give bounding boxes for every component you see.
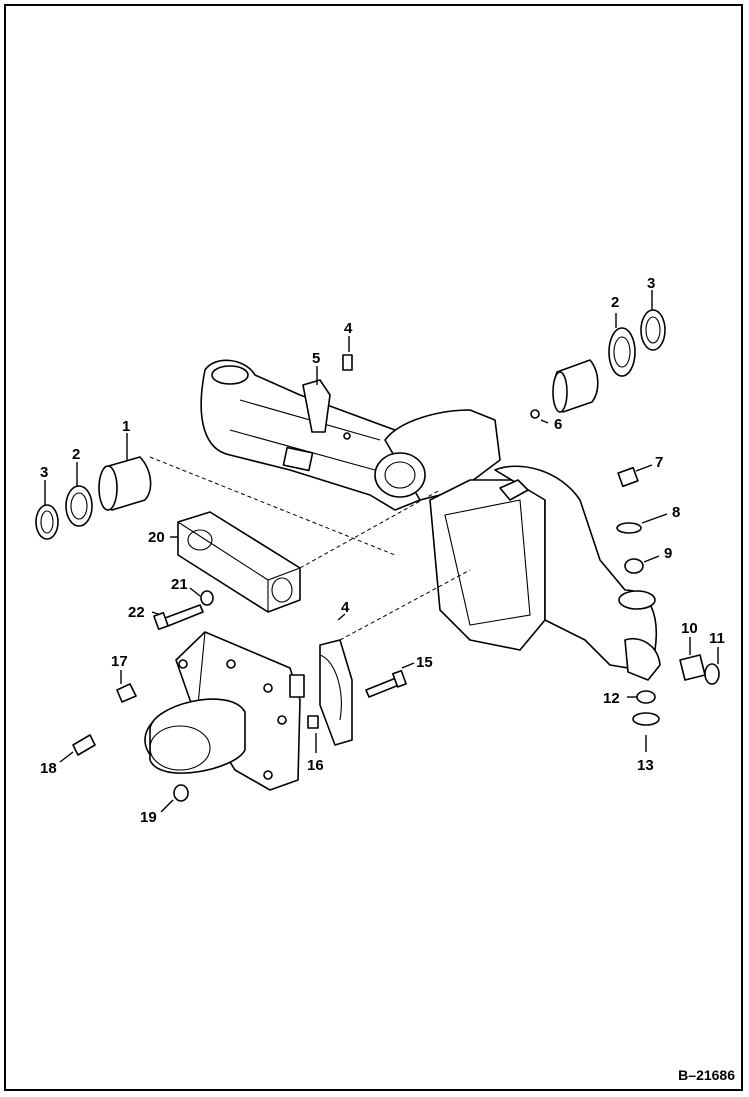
spring-7 xyxy=(617,466,639,488)
callout-17: 17 xyxy=(111,653,128,670)
callout-19: 19 xyxy=(140,809,157,826)
callout-18: 18 xyxy=(40,760,57,777)
left-seal-group xyxy=(35,456,396,556)
callout-9: 9 xyxy=(664,545,672,562)
washer-8 xyxy=(616,522,642,534)
leader-lines xyxy=(44,290,719,813)
callout-13: 13 xyxy=(637,757,654,774)
callout-labels: 1 2 3 2 3 4 4 5 6 7 8 9 10 11 12 13 15 1… xyxy=(40,275,725,826)
fitting-4-top xyxy=(342,354,353,440)
callout-11: 11 xyxy=(709,630,725,647)
pin-16 xyxy=(307,715,319,729)
axle-housing xyxy=(200,359,661,681)
figure-id: B–21686 xyxy=(678,1067,735,1083)
pivot-housing xyxy=(144,631,305,791)
callout-2-left: 2 xyxy=(72,446,80,463)
callout-7: 7 xyxy=(655,454,663,471)
pin-18 xyxy=(72,734,96,756)
callout-6: 6 xyxy=(554,416,562,433)
callout-12: 12 xyxy=(603,690,620,707)
callout-10: 10 xyxy=(681,620,698,637)
bushing-10 xyxy=(679,654,706,681)
seal-12 xyxy=(636,690,656,704)
bolt-17 xyxy=(116,683,137,703)
diagram-border xyxy=(4,4,743,1091)
bearing-cap xyxy=(319,569,471,746)
nut-19 xyxy=(173,784,189,802)
callout-8: 8 xyxy=(672,504,680,521)
bolt-15 xyxy=(365,669,407,698)
mount-block xyxy=(177,489,441,613)
callout-1: 1 xyxy=(122,418,130,435)
callout-5: 5 xyxy=(312,350,320,367)
callout-16: 16 xyxy=(307,757,324,774)
callout-4-lower: 4 xyxy=(341,599,350,616)
callout-4-top: 4 xyxy=(344,320,353,337)
seal-11 xyxy=(704,663,720,685)
washer-21 xyxy=(200,590,214,606)
seal-9 xyxy=(624,558,644,574)
callout-15: 15 xyxy=(416,654,433,671)
callout-20: 20 xyxy=(148,529,165,546)
right-seal-group xyxy=(552,309,666,413)
callout-3-left: 3 xyxy=(40,464,48,481)
callout-22: 22 xyxy=(128,604,145,621)
washer-13 xyxy=(632,712,660,726)
callout-2-right: 2 xyxy=(611,294,619,311)
bolt-22 xyxy=(153,604,204,631)
callout-21: 21 xyxy=(171,576,188,593)
pin-6 xyxy=(530,409,540,419)
callout-3-right: 3 xyxy=(647,275,655,292)
